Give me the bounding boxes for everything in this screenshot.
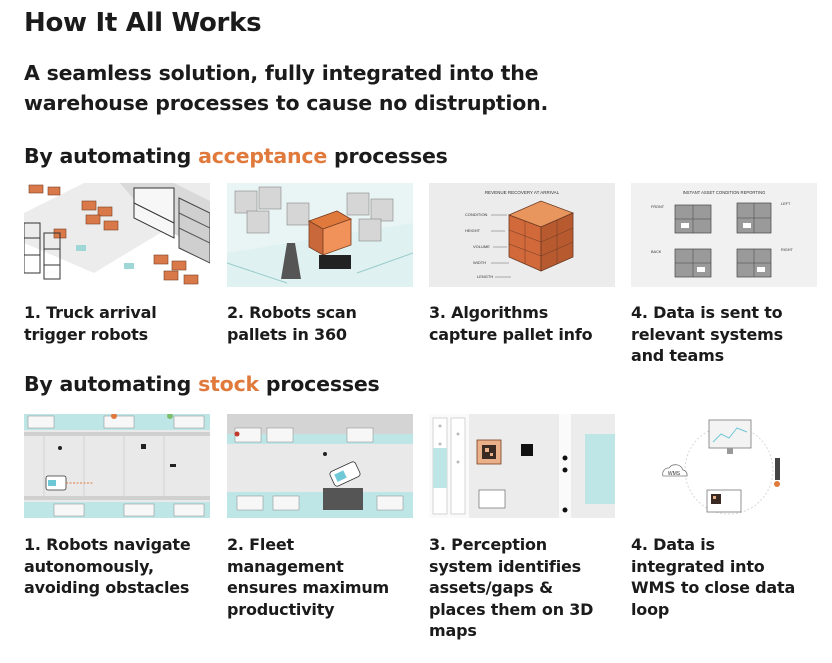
- page-subtitle: A seamless solution, fully integrated in…: [24, 61, 549, 115]
- page-title: How It All Works: [24, 8, 262, 38]
- step-caption: 1. Truck arrival trigger robots: [24, 303, 157, 344]
- section-heading-acceptance: By automating acceptance processes: [24, 144, 448, 168]
- condition-report-views: INSTANT ASSET CONDITION REPORTING FRONT …: [631, 183, 817, 287]
- step-caption: 1. Robots navigate autonomously, avoidin…: [24, 535, 191, 597]
- truck-arrival-illustration: [24, 183, 210, 287]
- view-left-label: LEFT: [781, 202, 791, 206]
- label-length: LENGTH: [477, 274, 493, 279]
- section-heading-stock: By automating stock processes: [24, 372, 380, 396]
- label-height: HEIGHT: [465, 228, 481, 233]
- warehouse-aisle-navigation: [24, 414, 210, 518]
- section-heading-suffix: processes: [258, 372, 380, 396]
- view-right-label: RIGHT: [781, 248, 793, 252]
- label-condition: CONDITION: [465, 212, 488, 217]
- label-width: WIDTH: [473, 260, 486, 265]
- section-heading-suffix: processes: [327, 144, 448, 168]
- perception-map-illustration: [429, 414, 615, 518]
- step-caption: 2. Robots scan pallets in 360: [227, 303, 357, 344]
- section-heading-accent: acceptance: [198, 144, 328, 168]
- step-caption: 3. Perception system identifies assets/g…: [429, 535, 594, 640]
- diagram-title: REVENUE RECOVERY AT ARRIVAL: [485, 190, 560, 195]
- label-volume: VOLUME: [473, 244, 490, 249]
- step-caption: 4. Data is sent to relevant systems and …: [631, 303, 783, 365]
- robot-pallet-scan-illustration: [227, 183, 413, 287]
- view-front-label: FRONT: [651, 205, 665, 209]
- wms-label: WMS: [668, 471, 681, 477]
- step-caption: 3. Algorithms capture pallet info: [429, 303, 593, 344]
- section-heading-prefix: By automating: [24, 372, 199, 396]
- report-title: INSTANT ASSET CONDITION REPORTING: [683, 190, 766, 195]
- section-heading-prefix: By automating: [24, 144, 199, 168]
- view-back-label: BACK: [651, 250, 662, 254]
- step-caption: 2. Fleet management ensures maximum prod…: [227, 535, 390, 619]
- fleet-management-illustration: [227, 414, 413, 518]
- section-heading-accent: stock: [198, 372, 259, 396]
- wms-data-loop-illustration: WMS: [631, 414, 817, 518]
- pallet-dimensions-diagram: REVENUE RECOVERY AT ARRIVAL CONDITION HE…: [429, 183, 615, 287]
- step-caption: 4. Data is integrated into WMS to close …: [631, 535, 796, 619]
